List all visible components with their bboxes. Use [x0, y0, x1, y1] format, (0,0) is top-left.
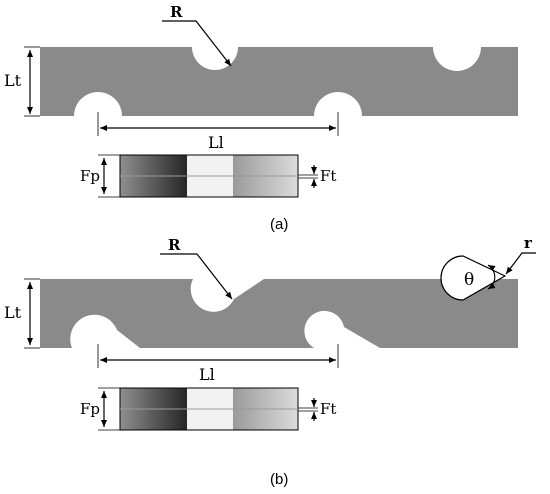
figure-b: Lt R θ r Ll Fp Ft — [4, 234, 536, 488]
r-small-label: r — [524, 234, 533, 252]
laminate-section-a — [119, 154, 299, 198]
strip-b — [40, 279, 518, 348]
fp-label: Fp — [80, 167, 100, 185]
theta-arc — [487, 264, 496, 290]
laminate-section-b — [119, 387, 299, 431]
r-leader-line — [160, 253, 233, 300]
figure-a: Lt R Ll Fp Ft (a) — [4, 3, 518, 233]
lt-label: Lt — [4, 71, 22, 90]
r-small-leader-line — [505, 252, 536, 275]
strip-a — [40, 47, 518, 116]
notch-detail-drop — [440, 255, 507, 301]
r-leader-line — [162, 20, 232, 67]
ll-label: Ll — [199, 365, 215, 384]
lt-label: Lt — [4, 303, 22, 322]
ft-label: Ft — [320, 400, 336, 418]
fp-label: Fp — [80, 400, 100, 418]
ll-label: Ll — [208, 133, 224, 152]
r-label: R — [168, 236, 181, 254]
ft-label: Ft — [320, 167, 336, 185]
caption-b: (b) — [270, 471, 288, 488]
theta-label: θ — [464, 270, 474, 290]
r-label: R — [170, 3, 183, 21]
caption-a: (a) — [270, 216, 288, 233]
